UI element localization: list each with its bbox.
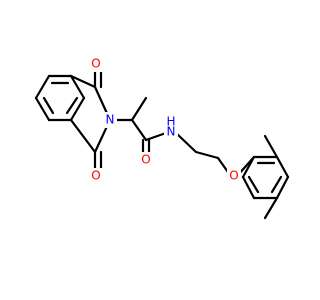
bond bbox=[263, 196, 279, 220]
bond bbox=[65, 96, 79, 115]
bond bbox=[130, 96, 148, 122]
bond bbox=[69, 74, 97, 89]
bond bbox=[42, 96, 55, 115]
bond bbox=[34, 74, 51, 100]
bond bbox=[241, 175, 256, 200]
bonds-layer bbox=[34, 63, 290, 220]
bond bbox=[174, 131, 198, 154]
atoms-layer: O N O O N H O bbox=[89, 56, 241, 184]
atom-o-top: O bbox=[91, 57, 100, 71]
atom-h-amide: H bbox=[166, 115, 175, 129]
bond bbox=[69, 74, 86, 100]
bond bbox=[194, 150, 220, 160]
bond bbox=[130, 118, 148, 142]
bond bbox=[263, 134, 279, 159]
atom-n-amide: N bbox=[167, 125, 176, 139]
atom-n-imide: N bbox=[106, 113, 115, 127]
bond bbox=[144, 131, 168, 142]
bond bbox=[69, 96, 86, 122]
bond bbox=[241, 155, 256, 179]
atom-o-bottom: O bbox=[91, 169, 100, 183]
molecule-structure: O N O O N H O bbox=[34, 56, 290, 220]
bond bbox=[275, 155, 290, 179]
atom-o-ether: O bbox=[229, 169, 238, 183]
bond bbox=[69, 118, 97, 154]
bond bbox=[270, 175, 283, 194]
bond bbox=[275, 175, 290, 200]
molecule-canvas: O N O O N H O bbox=[34, 56, 290, 220]
atom-o-amide: O bbox=[141, 153, 150, 167]
bond bbox=[34, 96, 51, 122]
bond bbox=[247, 175, 260, 194]
